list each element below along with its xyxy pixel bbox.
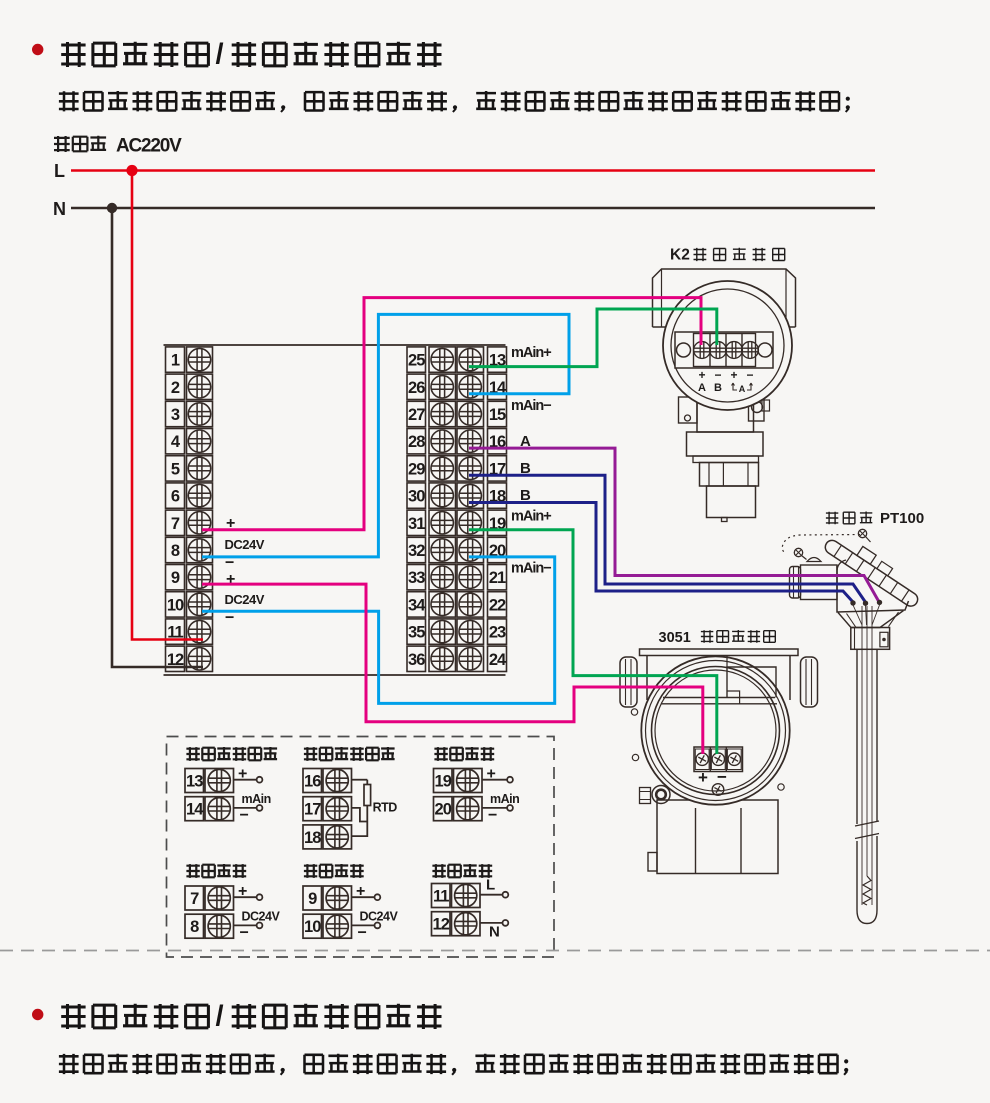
svg-text:34: 34 <box>408 596 426 614</box>
svg-text:8: 8 <box>190 918 199 936</box>
svg-text:9: 9 <box>308 890 317 908</box>
svg-text:3: 3 <box>171 406 180 424</box>
svg-text:+: + <box>730 368 737 382</box>
svg-text:/: / <box>216 1001 224 1033</box>
svg-text:12: 12 <box>433 916 450 934</box>
svg-text:11: 11 <box>433 888 449 906</box>
svg-text:28: 28 <box>408 433 425 451</box>
svg-text:mAin+: mAin+ <box>511 345 551 361</box>
svg-text:−: − <box>488 807 497 824</box>
svg-text:23: 23 <box>489 624 506 642</box>
svg-text:L: L <box>54 161 65 181</box>
svg-text:1: 1 <box>171 352 180 370</box>
svg-text:17: 17 <box>304 801 321 819</box>
svg-text:12: 12 <box>167 651 184 669</box>
svg-text:PT100: PT100 <box>880 510 924 527</box>
svg-text:−: − <box>746 368 753 382</box>
svg-text:A: A <box>520 433 531 450</box>
svg-text:4: 4 <box>171 433 181 451</box>
svg-text:/: / <box>216 39 224 71</box>
svg-text:3051: 3051 <box>659 630 691 646</box>
svg-text:+: + <box>356 883 365 900</box>
svg-text:10: 10 <box>304 918 321 936</box>
svg-text:+: + <box>238 765 247 782</box>
svg-text:N: N <box>489 923 500 940</box>
svg-text:DC24V: DC24V <box>360 909 399 923</box>
svg-text:36: 36 <box>408 651 425 669</box>
svg-text:8: 8 <box>171 542 180 560</box>
svg-text:6: 6 <box>171 488 180 506</box>
svg-text:27: 27 <box>408 406 425 424</box>
svg-text:+: + <box>698 768 708 787</box>
svg-text:A: A <box>739 384 746 394</box>
svg-text:−: − <box>358 924 367 941</box>
svg-text:DC24V: DC24V <box>225 592 265 607</box>
svg-text:14: 14 <box>186 801 204 819</box>
svg-text:5: 5 <box>171 460 180 478</box>
svg-text:15: 15 <box>489 406 506 424</box>
svg-text:32: 32 <box>408 542 425 560</box>
svg-text:25: 25 <box>408 352 425 370</box>
svg-text:16: 16 <box>304 773 321 791</box>
svg-text:+: + <box>226 515 235 532</box>
svg-text:11: 11 <box>167 624 183 642</box>
svg-text:L: L <box>486 877 495 894</box>
svg-text:31: 31 <box>408 515 425 533</box>
svg-text:DC24V: DC24V <box>225 537 265 552</box>
svg-text:13: 13 <box>186 773 203 791</box>
svg-text:DC24V: DC24V <box>242 909 281 923</box>
svg-text:mAin−: mAin− <box>511 398 551 414</box>
svg-text:10: 10 <box>167 596 184 614</box>
svg-text:24: 24 <box>489 651 507 669</box>
svg-text:33: 33 <box>408 569 425 587</box>
svg-text:B: B <box>520 487 531 504</box>
svg-text:26: 26 <box>408 379 425 397</box>
svg-text:+: + <box>226 571 235 588</box>
svg-text:+: + <box>698 368 705 382</box>
svg-text:20: 20 <box>435 801 452 819</box>
svg-text:−: − <box>225 555 234 572</box>
svg-text:A: A <box>698 382 706 394</box>
svg-text:−: − <box>717 768 727 787</box>
svg-text:mAin: mAin <box>242 792 271 806</box>
svg-text:2: 2 <box>171 379 180 397</box>
svg-text:7: 7 <box>190 890 199 908</box>
svg-text:mAin+: mAin+ <box>511 509 551 525</box>
svg-text:30: 30 <box>408 488 425 506</box>
svg-text:−: − <box>240 807 249 824</box>
svg-text:18: 18 <box>304 829 321 847</box>
svg-text:mAin−: mAin− <box>511 561 551 577</box>
svg-text:mAin: mAin <box>490 792 519 806</box>
svg-text:22: 22 <box>489 596 506 614</box>
svg-text:−: − <box>225 610 234 627</box>
svg-text:−: − <box>714 368 721 382</box>
svg-text:B: B <box>520 460 531 477</box>
svg-text:19: 19 <box>435 773 452 791</box>
svg-text:7: 7 <box>171 515 180 533</box>
svg-text:AC220V: AC220V <box>116 136 182 157</box>
svg-text:21: 21 <box>489 569 506 587</box>
svg-text:N: N <box>53 199 66 219</box>
svg-text:+: + <box>487 765 496 782</box>
svg-text:29: 29 <box>408 460 425 478</box>
svg-text:35: 35 <box>408 624 425 642</box>
svg-text:K2: K2 <box>670 247 690 264</box>
svg-text:+: + <box>238 883 247 900</box>
svg-text:−: − <box>240 924 249 941</box>
svg-text:9: 9 <box>171 569 180 587</box>
svg-text:B: B <box>714 382 722 394</box>
svg-text:RTD: RTD <box>373 801 398 815</box>
